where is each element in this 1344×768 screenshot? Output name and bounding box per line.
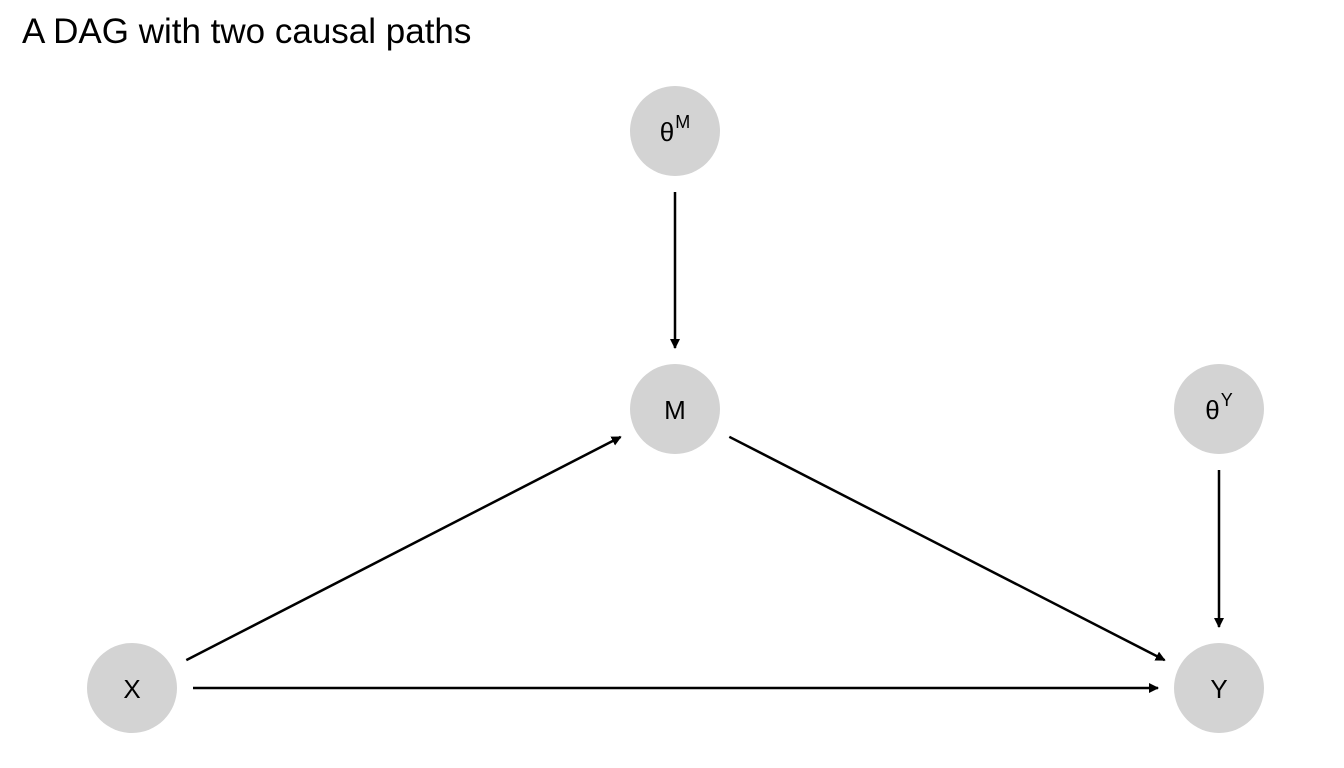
node-label-base: θ [1205,395,1219,425]
node-label-Y: Y [1210,674,1227,704]
node-thetaM: θM [630,86,720,176]
node-circle-thetaY [1174,364,1264,454]
node-label-base: Y [1210,674,1227,704]
node-circle-thetaM [630,86,720,176]
node-circle-M [630,364,720,454]
edges-layer [185,192,1224,693]
node-circle-Y [1174,643,1264,733]
node-label-X: X [123,674,140,704]
figure-title: A DAG with two causal paths [22,12,472,51]
node-label-thetaM: θM [660,112,690,147]
edge-X-to-M [185,435,622,662]
node-label-base: X [123,674,140,704]
node-label-superscript: M [675,112,690,132]
node-label-thetaY: θY [1205,390,1232,425]
node-Y: Y [1174,643,1264,733]
node-thetaY: θY [1174,364,1264,454]
node-label-base: θ [660,117,674,147]
node-label-base: M [664,395,686,425]
node-X: X [87,643,177,733]
edge-M-to-Y [728,435,1166,662]
node-label-superscript: Y [1221,390,1233,410]
node-circle-X [87,643,177,733]
node-M: M [630,364,720,454]
node-label-M: M [664,395,686,425]
